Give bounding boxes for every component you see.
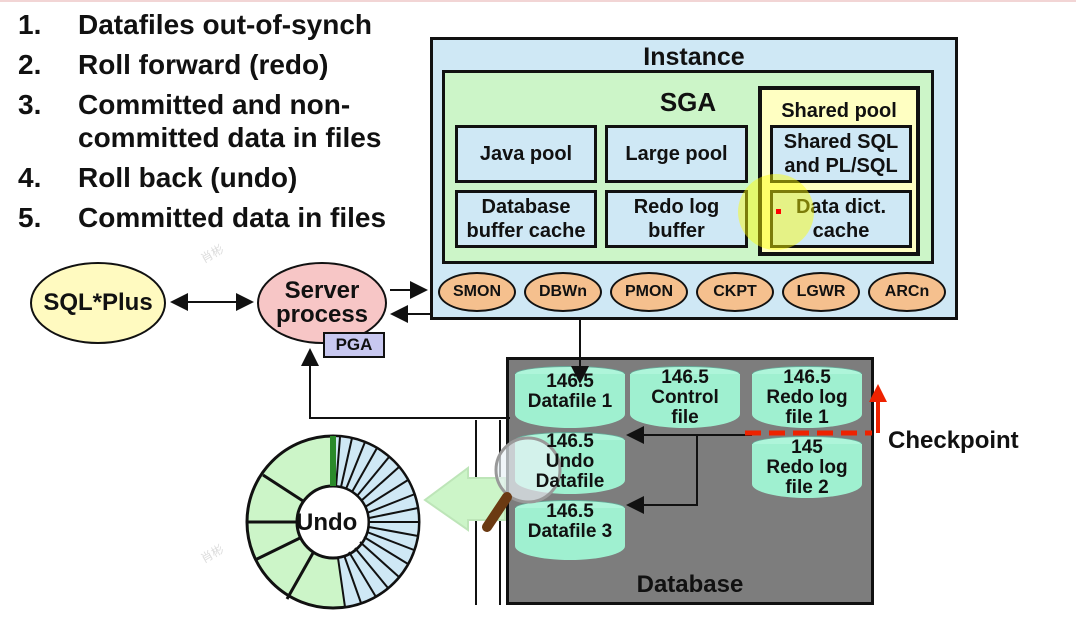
magnifier-icon <box>494 436 562 504</box>
instance-title: Instance <box>643 43 745 71</box>
process-pmon: PMON <box>610 272 688 312</box>
redo-log-buffer: Redo log buffer <box>605 190 748 248</box>
top-border <box>0 0 1076 2</box>
process-lgwr: LGWR <box>782 272 860 312</box>
database-buffer-cache: Database buffer cache <box>455 190 597 248</box>
recovery-steps-list: 1.Datafiles out-of-synch 2.Roll forward … <box>18 8 428 241</box>
process-ckpt: CKPT <box>696 272 774 312</box>
server-process: Server process <box>257 262 387 344</box>
step-4: 4.Roll back (undo) <box>18 162 298 193</box>
step-3: 3.Committed and non-committed data in fi… <box>18 89 382 153</box>
process-dbwn: DBWn <box>524 272 602 312</box>
step-1: 1.Datafiles out-of-synch <box>18 9 373 40</box>
data-dictionary-cache: Data dict. cache <box>770 190 912 248</box>
undo-segment-label: Undo <box>296 509 358 536</box>
shared-pool-title: Shared pool <box>781 100 897 122</box>
pointer-dot <box>776 209 781 214</box>
step-5: 5.Committed data in files <box>18 202 387 233</box>
magnifier-handle <box>482 492 512 532</box>
java-pool: Java pool <box>455 125 597 183</box>
step-2: 2.Roll forward (redo) <box>18 49 329 80</box>
pga-box: PGA <box>323 332 385 358</box>
checkpoint-label: Checkpoint <box>888 427 1019 454</box>
shared-sql-area: Shared SQL and PL/SQL <box>770 125 912 183</box>
arrow-redo-to-datafile3 <box>626 435 698 514</box>
checkpoint-arrow-head <box>869 384 887 402</box>
rollback-arrow <box>423 466 506 532</box>
process-arcn: ARCn <box>868 272 946 312</box>
database-title: Database <box>636 571 744 598</box>
arrow-datafile-to-server <box>301 348 510 419</box>
sga-title: SGA <box>659 87 717 117</box>
sqlplus-client: SQL*Plus <box>30 262 166 344</box>
undo-segment-ring <box>245 434 421 610</box>
process-smon: SMON <box>438 272 516 312</box>
large-pool: Large pool <box>605 125 748 183</box>
